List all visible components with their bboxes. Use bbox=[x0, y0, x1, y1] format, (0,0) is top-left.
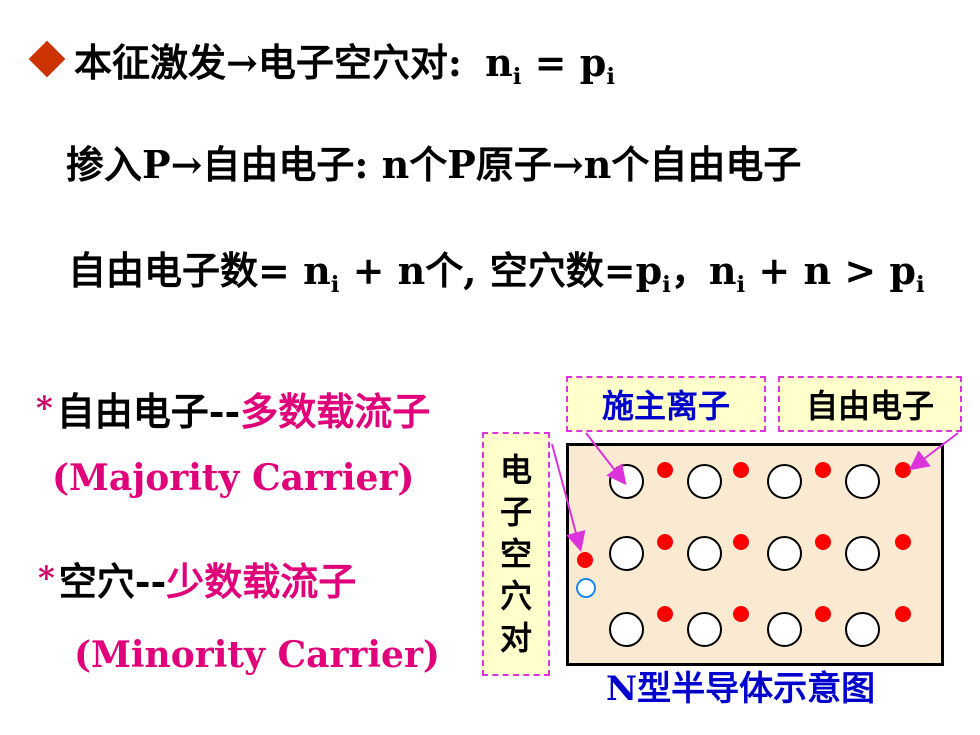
donor-atom bbox=[767, 464, 802, 499]
donor-arrow bbox=[585, 432, 627, 486]
pair-char: 穴 bbox=[499, 577, 532, 615]
majority-prefix: 自由电子-- bbox=[56, 389, 241, 434]
donor-atom bbox=[767, 612, 802, 647]
pair-hole bbox=[576, 578, 596, 598]
pair-char: 电 bbox=[499, 451, 532, 489]
donor-atom bbox=[845, 536, 880, 571]
majority-term: 多数载流子 bbox=[240, 389, 431, 434]
free-electron bbox=[895, 462, 911, 478]
free-electron-arrow bbox=[908, 432, 959, 471]
intrinsic-text: 本征激发→电子空穴对: bbox=[74, 40, 462, 85]
count-part1: 自由电子数= n bbox=[68, 248, 331, 293]
donor-atom bbox=[609, 536, 644, 571]
free-electron-label: 自由电子 bbox=[778, 376, 962, 432]
majority-english: (Majority Carrier) bbox=[52, 457, 415, 499]
count-sub4: i bbox=[915, 271, 925, 298]
p-sub: i bbox=[606, 63, 615, 90]
free-electron bbox=[657, 606, 673, 622]
doping-line: 掺入P→自由电子: n个P原子→n个自由电子 bbox=[66, 142, 802, 187]
donor-ion-label: 施主离子 bbox=[566, 376, 766, 432]
count-part4: + n > p bbox=[745, 248, 916, 293]
donor-atom bbox=[687, 612, 722, 647]
free-electron bbox=[657, 534, 673, 550]
minority-english: (Minority Carrier) bbox=[74, 634, 440, 676]
pair-char: 子 bbox=[499, 493, 532, 531]
count-sub2: i bbox=[662, 271, 671, 298]
star-bullet-icon: * bbox=[38, 559, 55, 597]
minority-line: *空穴--少数载流子 bbox=[38, 562, 356, 601]
free-electron bbox=[733, 534, 749, 550]
donor-atom bbox=[767, 536, 802, 571]
free-electron bbox=[895, 606, 911, 622]
equals-sign: = bbox=[521, 40, 580, 85]
n-sub: i bbox=[512, 63, 522, 90]
free-electron bbox=[815, 462, 831, 478]
star-bullet-icon: * bbox=[36, 389, 53, 427]
minority-term: 少数载流子 bbox=[166, 559, 357, 604]
free-electron bbox=[815, 606, 831, 622]
diagram-caption: N型半导体示意图 bbox=[606, 669, 876, 709]
donor-atom bbox=[845, 464, 880, 499]
free-electron bbox=[733, 462, 749, 478]
donor-atom bbox=[845, 612, 880, 647]
carrier-count-line: 自由电子数= ni + n个, 空穴数=pi，ni + n > pi bbox=[68, 252, 925, 297]
count-part2: + n个, 空穴数=p bbox=[339, 248, 663, 293]
electron-hole-pair-label: 电 子 空 穴 对 bbox=[482, 432, 550, 676]
minority-prefix: 空穴-- bbox=[58, 559, 167, 604]
intrinsic-line: 本征激发→电子空穴对: ni = pi bbox=[26, 40, 615, 90]
pair-char: 空 bbox=[499, 535, 532, 573]
p-symbol: p bbox=[579, 40, 607, 85]
n-symbol: n bbox=[485, 40, 513, 85]
n-type-crystal bbox=[566, 443, 944, 666]
free-electron bbox=[815, 534, 831, 550]
majority-line: *自由电子--多数载流子 bbox=[36, 392, 430, 431]
pair-arrow bbox=[551, 443, 586, 552]
count-sub1: i bbox=[330, 271, 340, 298]
pair-electron bbox=[577, 552, 593, 568]
free-electron bbox=[733, 606, 749, 622]
donor-atom bbox=[609, 612, 644, 647]
free-electron bbox=[895, 534, 911, 550]
pair-char: 对 bbox=[499, 619, 532, 657]
count-part3: ，n bbox=[670, 248, 737, 293]
donor-atom bbox=[687, 536, 722, 571]
free-electron bbox=[657, 462, 673, 478]
count-sub3: i bbox=[736, 271, 746, 298]
donor-atom bbox=[687, 464, 722, 499]
